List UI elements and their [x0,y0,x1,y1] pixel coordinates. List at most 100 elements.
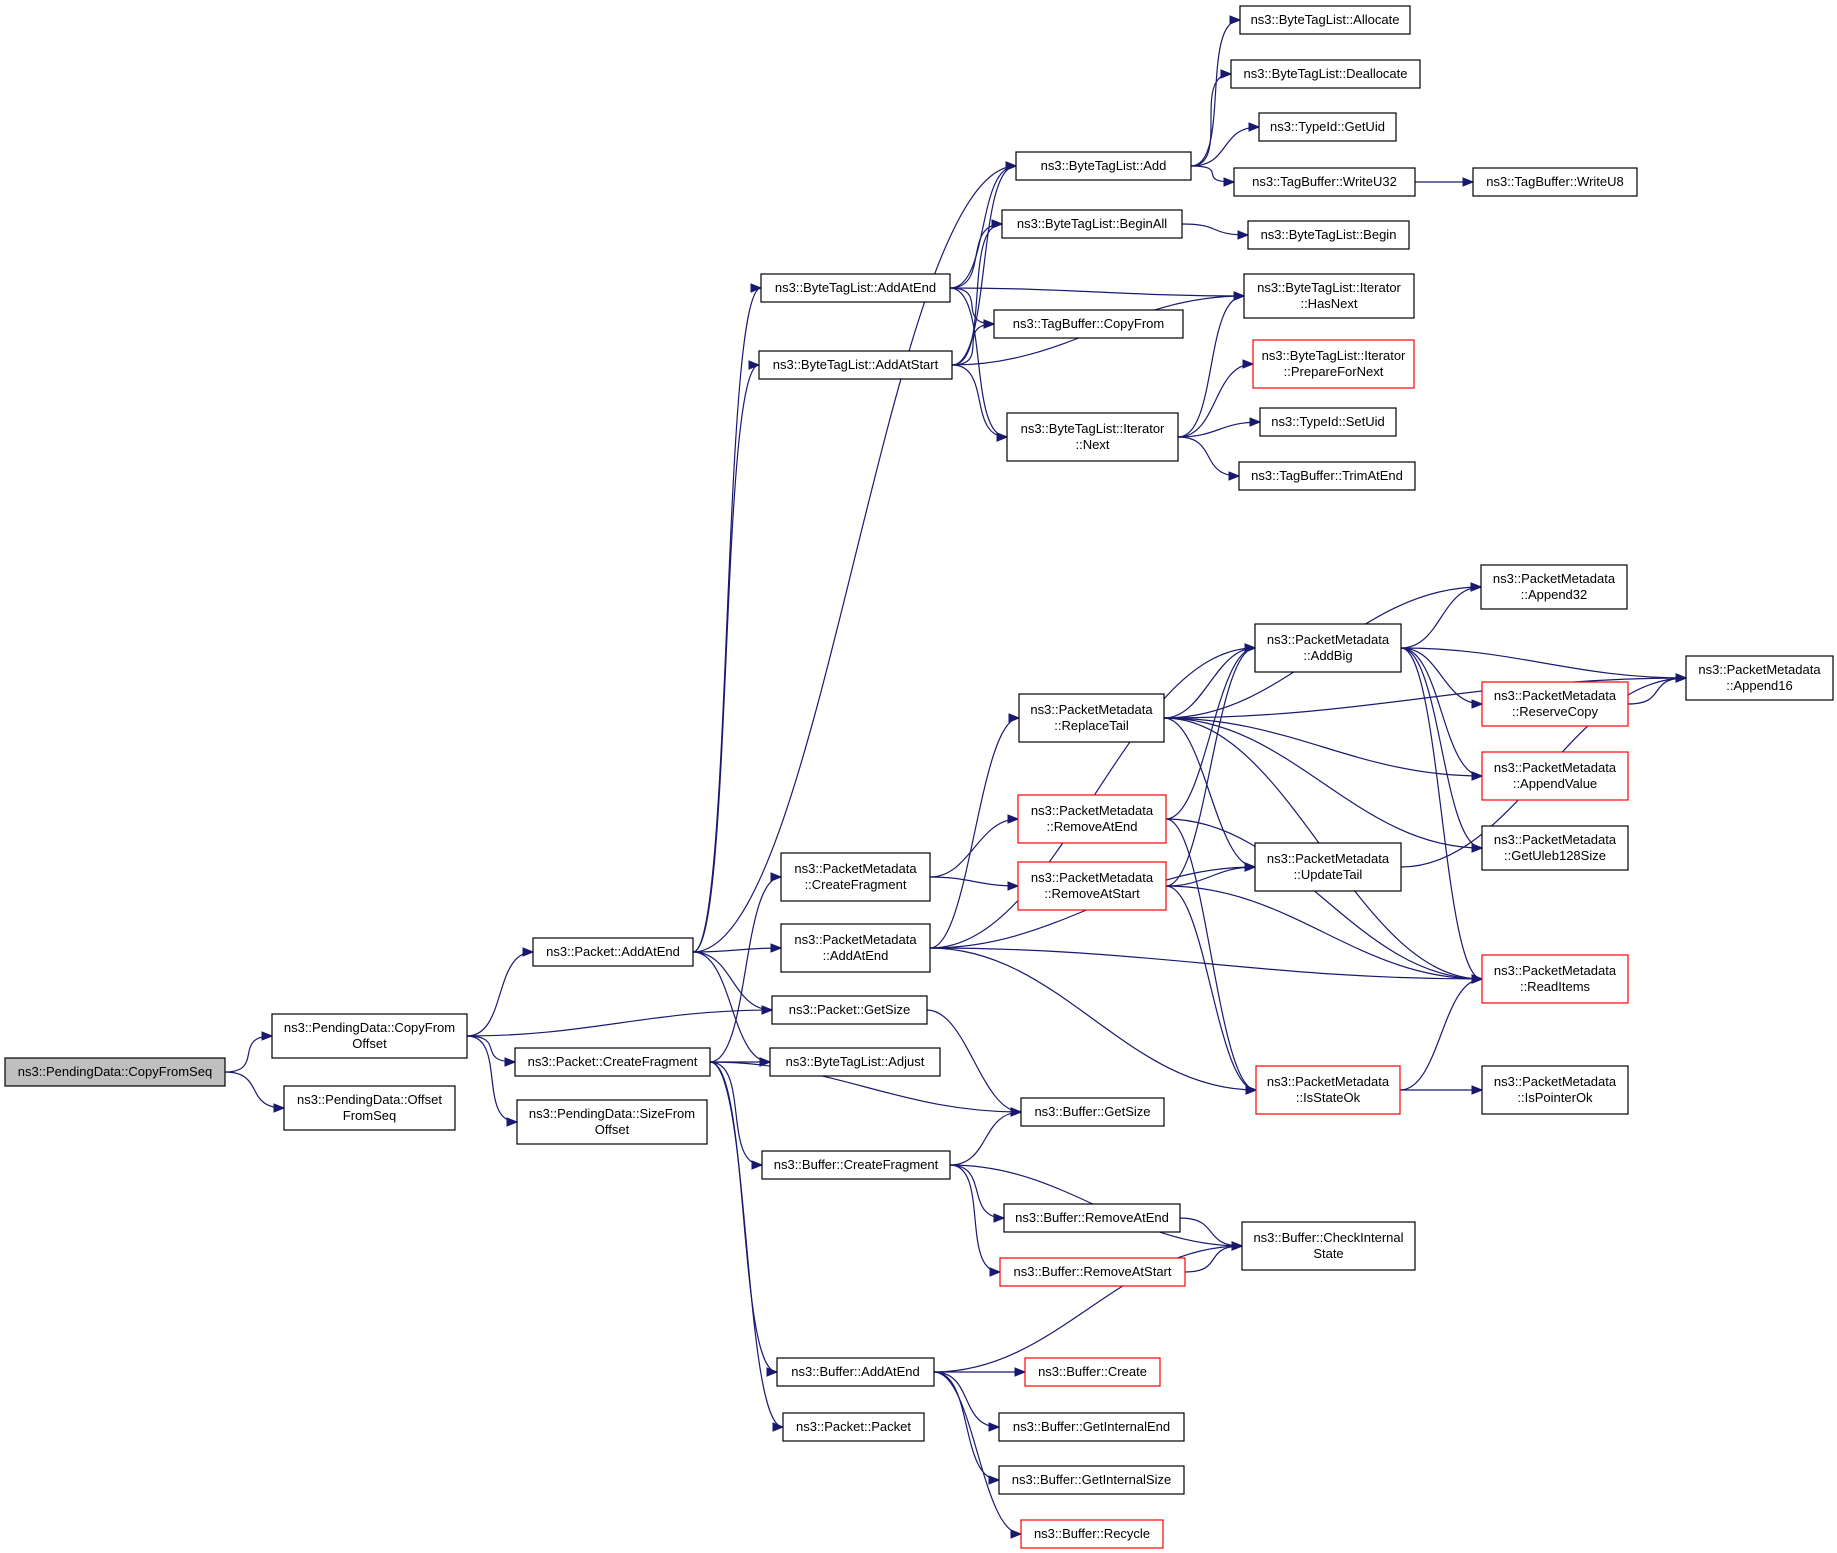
node-ns3-bytetaglist-add[interactable]: ns3::ByteTagList::Add [1015,151,1192,181]
node-ns3-packet-createfragment[interactable]: ns3::Packet::CreateFragment [514,1047,711,1077]
edge-line [951,223,1003,366]
node-label: ::RemoveAtStart [1044,886,1140,901]
edge-arrowhead [1231,1241,1244,1251]
node-ns3-pendingdata-copyfromseq[interactable]: ns3::PendingData::CopyFromSeq [4,1057,226,1087]
node-ns3-bytetaglist-iterator-hasnext[interactable]: ns3::ByteTagList::Iterator::HasNext [1243,273,1415,319]
node-ns3-packetmetadata-ispointerok[interactable]: ns3::PacketMetadata::IsPointerOk [1481,1065,1629,1115]
node-ns3-bytetaglist-deallocate[interactable]: ns3::ByteTagList::Deallocate [1230,59,1421,89]
edge-arrowhead [1223,177,1236,187]
node-label: ns3::ByteTagList::Add [1041,158,1167,173]
node-ns3-bytetaglist-addatend[interactable]: ns3::ByteTagList::AddAtEnd [760,273,951,303]
node-ns3-tagbuffer-copyfrom[interactable]: ns3::TagBuffer::CopyFrom [993,309,1184,339]
node-box [1020,1519,1164,1549]
edge-line [1190,126,1260,167]
node-ns3-packetmetadata-append16[interactable]: ns3::PacketMetadata::Append16 [1685,655,1834,701]
node-ns3-packetmetadata-appendvalue[interactable]: ns3::PacketMetadata::AppendValue [1481,751,1629,801]
node-label: ns3::TagBuffer::WriteU32 [1252,174,1397,189]
node-ns3-packetmetadata-reservecopy[interactable]: ns3::PacketMetadata::ReserveCopy [1481,681,1629,727]
edge-line [1400,586,1482,649]
edge-arrowhead [988,1422,1001,1432]
node-ns3-packetmetadata-isstateok[interactable]: ns3::PacketMetadata::IsStateOk [1255,1065,1401,1115]
node-ns3-packet-getsize[interactable]: ns3::Packet::GetSize [771,995,928,1025]
node-label: ns3::ByteTagList::BeginAll [1017,216,1167,231]
node-ns3-typeid-getuid[interactable]: ns3::TypeId::GetUid [1258,112,1397,142]
node-ns3-buffer-addatend[interactable]: ns3::Buffer::AddAtEnd [776,1357,935,1387]
edge-arrowhead [1471,699,1484,709]
node-ns3-bytetaglist-iterator-preparefornext[interactable]: ns3::ByteTagList::Iterator::PrepareForNe… [1252,339,1415,389]
node-box [514,1047,711,1077]
node-ns3-packetmetadata-addatend[interactable]: ns3::PacketMetadata::AddAtEnd [780,923,931,973]
edge-line [949,1164,1001,1273]
node-box [1481,751,1629,801]
node-ns3-packetmetadata-getuleb128size[interactable]: ns3::PacketMetadata::GetUleb128Size [1481,825,1629,871]
node-label: ::Append32 [1521,587,1588,602]
node-ns3-tagbuffer-writeu8[interactable]: ns3::TagBuffer::WriteU8 [1472,167,1638,197]
node-ns3-buffer-createfragment[interactable]: ns3::Buffer::CreateFragment [761,1150,951,1180]
node-ns3-bytetaglist-begin[interactable]: ns3::ByteTagList::Begin [1247,220,1410,250]
node-label: ns3::TypeId::GetUid [1270,119,1385,134]
node-ns3-buffer-removeatend[interactable]: ns3::Buffer::RemoveAtEnd [1003,1203,1181,1233]
edge-arrowhead [991,219,1004,229]
edge-line [1163,717,1483,777]
node-ns3-buffer-getinternalend[interactable]: ns3::Buffer::GetInternalEnd [998,1412,1185,1442]
node-ns3-bytetaglist-adjust[interactable]: ns3::ByteTagList::Adjust [769,1047,941,1077]
node-ns3-buffer-getinternalsize[interactable]: ns3::Buffer::GetInternalSize [998,1465,1185,1495]
node-ns3-typeid-setuid[interactable]: ns3::TypeId::SetUid [1259,407,1397,437]
node-ns3-packetmetadata-removeatstart[interactable]: ns3::PacketMetadata::RemoveAtStart [1017,861,1167,911]
node-ns3-bytetaglist-beginall[interactable]: ns3::ByteTagList::BeginAll [1001,209,1183,239]
edge-bae-to-bcreate [934,1367,1027,1377]
node-label: ns3::Buffer::GetInternalEnd [1013,1419,1170,1434]
node-label: ns3::ByteTagList::AddAtStart [773,357,939,372]
edge-bae-to-bgis [933,1371,1001,1485]
node-ns3-packet-packet[interactable]: ns3::Packet::Packet [782,1412,925,1442]
node-ns3-packetmetadata-replacetail[interactable]: ns3::PacketMetadata::ReplaceTail [1018,693,1165,743]
edge-line [466,951,534,1037]
node-ns3-packetmetadata-append32[interactable]: ns3::PacketMetadata::Append32 [1480,564,1628,610]
node-label: ::HasNext [1300,296,1357,311]
edge-line [1165,885,1257,1091]
node-label: ns3::TagBuffer::CopyFrom [1013,316,1165,331]
node-ns3-packet-addatend[interactable]: ns3::Packet::AddAtEnd [532,937,694,967]
node-label: ::ReserveCopy [1512,704,1598,719]
node-ns3-packetmetadata-createfragment[interactable]: ns3::PacketMetadata::CreateFragment [780,852,931,902]
edge-line [692,951,771,1063]
node-ns3-packetmetadata-readitems[interactable]: ns3::PacketMetadata::ReadItems [1481,954,1629,1004]
node-ns3-buffer-recycle[interactable]: ns3::Buffer::Recycle [1020,1519,1164,1549]
node-ns3-buffer-removeatstart[interactable]: ns3::Buffer::RemoveAtStart [999,1257,1186,1287]
node-ns3-tagbuffer-writeu32[interactable]: ns3::TagBuffer::WriteU32 [1233,167,1416,197]
node-label: ns3::ByteTagList::Begin [1261,227,1397,242]
node-ns3-bytetaglist-allocate[interactable]: ns3::ByteTagList::Allocate [1239,5,1411,35]
node-box [1254,842,1402,892]
node-label: ns3::PendingData::Offset [297,1092,442,1107]
edge-pmras-to-pmab [1165,643,1257,887]
edge-line [933,1245,1243,1373]
edge-arrowhead [1229,15,1242,25]
edge-pmras-to-pmut [1165,862,1257,887]
node-ns3-buffer-create[interactable]: ns3::Buffer::Create [1024,1357,1161,1387]
node-ns3-bytetaglist-iterator-next[interactable]: ns3::ByteTagList::Iterator::Next [1006,412,1179,462]
node-ns3-packetmetadata-updatetail[interactable]: ns3::PacketMetadata::UpdateTail [1254,842,1402,892]
edge-pmcf-to-pmras [929,876,1020,891]
node-label: ns3::ByteTagList::Deallocate [1243,66,1407,81]
node-ns3-packetmetadata-removeatend[interactable]: ns3::PacketMetadata::RemoveAtEnd [1017,794,1167,844]
node-box [780,923,931,973]
edge-pmab-to-pmgu [1400,647,1484,853]
node-label: State [1313,1246,1343,1261]
node-label: FromSeq [343,1108,396,1123]
edge-pcf-to-bae [709,1061,779,1377]
node-ns3-tagbuffer-trimatend[interactable]: ns3::TagBuffer::TrimAtEnd [1238,461,1416,491]
edge-line [709,1061,784,1428]
node-ns3-packetmetadata-addbig[interactable]: ns3::PacketMetadata::AddBig [1254,623,1402,673]
edge-line [1165,818,1483,980]
node-ns3-buffer-getsize[interactable]: ns3::Buffer::GetSize [1020,1097,1165,1127]
node-box [1481,1065,1629,1115]
node-ns3-bytetaglist-addatstart[interactable]: ns3::ByteTagList::AddAtStart [758,350,953,380]
edge-line [466,1035,518,1123]
node-box [1024,1357,1161,1387]
node-box [993,309,1184,339]
